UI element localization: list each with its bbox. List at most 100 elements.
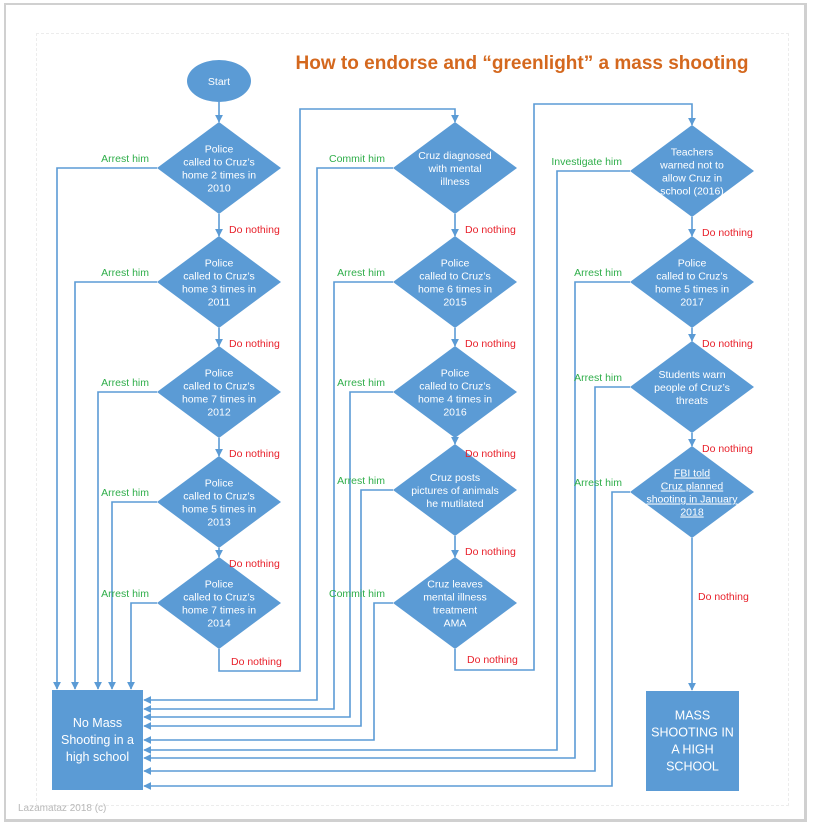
decision-text-line: Teachers — [671, 147, 714, 159]
decision-text-line: called to Cruz’s — [419, 381, 491, 393]
action-connector — [143, 170, 630, 754]
do-nothing-label: Do nothing — [698, 591, 749, 603]
do-nothing-label: Do nothing — [702, 227, 753, 239]
decision-text-line: home 2 times in — [182, 170, 256, 182]
action-connector — [71, 281, 157, 690]
decision-text-line: he mutilated — [426, 498, 483, 510]
decision-text-line: home 7 times in — [182, 394, 256, 406]
decision-text-line: home 5 times in — [655, 284, 729, 296]
decision-node — [393, 444, 517, 536]
good-outcome-box — [52, 690, 143, 790]
decision-text-line: AMA — [444, 618, 467, 630]
action-connector — [143, 386, 630, 775]
action-label: Arrest him — [101, 588, 149, 600]
decision-text-line: 2018 — [680, 507, 704, 519]
decision-node — [630, 446, 754, 538]
good-outcome-text-line: No Mass — [73, 716, 122, 730]
action-label: Arrest him — [101, 487, 149, 499]
do-nothing-label: Do nothing — [702, 338, 753, 350]
decision-text-line: treatment — [433, 605, 477, 617]
decision-text-line: Police — [205, 258, 234, 270]
decision-text-line: 2010 — [207, 183, 231, 195]
decision-text-line: called to Cruz’s — [419, 271, 491, 283]
do-nothing-label: Do nothing — [465, 338, 516, 350]
bad-outcome-text-line: MASS — [675, 709, 710, 723]
do-nothing-label: Do nothing — [229, 448, 280, 460]
decision-node — [157, 122, 281, 214]
decision-node — [157, 236, 281, 328]
decision-text-line: Cruz leaves — [427, 579, 482, 591]
decision-node — [157, 557, 281, 649]
bad-outcome-text-line: A HIGH — [671, 743, 713, 757]
action-connector — [53, 167, 157, 690]
decision-text-line: 2015 — [443, 297, 467, 309]
decision-node — [393, 122, 517, 214]
action-label: Arrest him — [574, 372, 622, 384]
column-jump-connector — [454, 103, 696, 671]
start-label: Start — [208, 76, 230, 88]
action-label: Commit him — [329, 588, 385, 600]
decision-text-line: Cruz diagnosed — [418, 150, 492, 162]
decision-text-line: called to Cruz’s — [183, 491, 255, 503]
decision-text-line: 2016 — [443, 407, 467, 419]
decision-text-line: people of Cruz’s — [654, 382, 730, 394]
decision-node — [393, 236, 517, 328]
decision-text-line: called to Cruz’s — [183, 592, 255, 604]
action-label: Investigate him — [551, 156, 622, 168]
decision-text-line: home 7 times in — [182, 605, 256, 617]
action-connector — [143, 281, 630, 762]
action-label: Arrest him — [574, 477, 622, 489]
do-nothing-label: Do nothing — [229, 224, 280, 236]
decision-text-line: 2013 — [207, 517, 231, 529]
drawing-area — [36, 33, 789, 806]
decision-text-line: 2014 — [207, 618, 231, 630]
decision-text-line: pictures of animals — [411, 485, 499, 497]
decision-text-line: mental illness — [423, 592, 487, 604]
action-connector — [143, 281, 393, 713]
decision-text-line: Police — [205, 144, 234, 156]
decision-text-line: called to Cruz’s — [183, 157, 255, 169]
decision-text-line: called to Cruz’s — [183, 381, 255, 393]
decision-text-line: FBI told — [674, 468, 710, 480]
decision-text-line: Students warn — [658, 369, 725, 381]
decision-text-line: allow Cruz in — [662, 173, 722, 185]
do-nothing-label: Do nothing — [231, 656, 282, 668]
decision-text-line: Police — [205, 579, 234, 591]
decision-node — [630, 125, 754, 217]
decision-text-line: Cruz posts — [430, 472, 480, 484]
action-label: Arrest him — [337, 475, 385, 487]
action-connector — [143, 391, 393, 721]
do-nothing-label: Do nothing — [229, 558, 280, 570]
good-outcome-text-line: high school — [66, 750, 129, 764]
decision-text-line: called to Cruz’s — [183, 271, 255, 283]
decision-text-line: home 5 times in — [182, 504, 256, 516]
action-connector — [143, 489, 393, 730]
action-label: Arrest him — [574, 267, 622, 279]
decision-text-line: illness — [440, 176, 469, 188]
decision-text-line: Police — [678, 258, 707, 270]
action-connector — [94, 391, 157, 690]
action-label: Arrest him — [101, 377, 149, 389]
decision-text-line: threats — [676, 395, 708, 407]
decision-text-line: 2012 — [207, 407, 231, 419]
decision-node — [157, 456, 281, 548]
do-nothing-label: Do nothing — [467, 654, 518, 666]
decision-text-line: warned not to — [659, 160, 724, 172]
decision-text-line: Police — [441, 368, 470, 380]
credit-text: Lazamataz 2018 (c) — [18, 803, 107, 814]
action-label: Arrest him — [101, 153, 149, 165]
decision-text-line: 2017 — [680, 297, 704, 309]
decision-text-line: home 4 times in — [418, 394, 492, 406]
action-label: Arrest him — [337, 267, 385, 279]
decision-text-line: called to Cruz’s — [656, 271, 728, 283]
decision-node — [157, 346, 281, 438]
bad-outcome-box — [646, 691, 739, 791]
action-label: Arrest him — [337, 377, 385, 389]
action-label: Commit him — [329, 153, 385, 165]
decision-text-line: 2011 — [208, 297, 231, 309]
action-connector — [127, 602, 157, 690]
decision-text-line: Cruz planned — [661, 481, 724, 493]
decision-text-line: school (2016) — [660, 186, 724, 198]
